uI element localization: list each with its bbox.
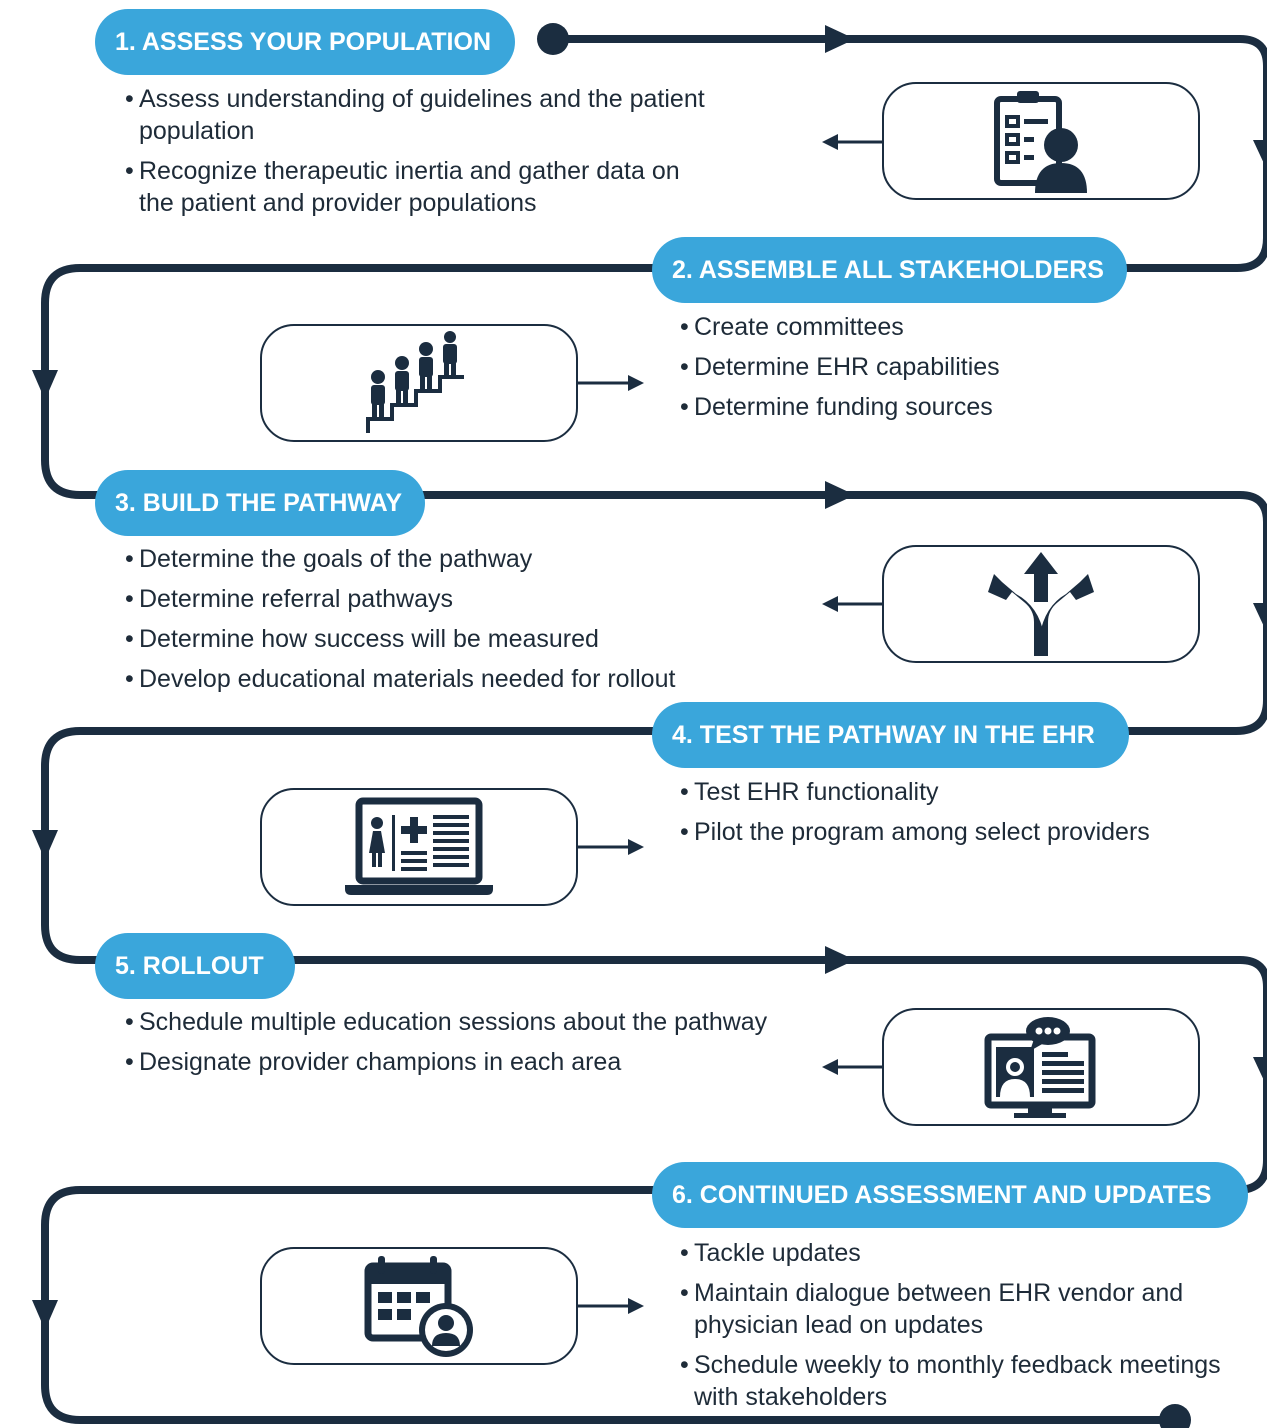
step-3-bullet: Determine the goals of the pathway bbox=[125, 543, 765, 575]
flow-arrow-down bbox=[32, 1300, 58, 1330]
step-5-title: 5. ROLLOUT bbox=[95, 933, 295, 999]
step-2-bullet: Determine funding sources bbox=[680, 391, 1240, 423]
step-1-bullet: Recognize therapeutic inertia and gather… bbox=[125, 155, 705, 219]
step-1-title: 1. ASSESS YOUR POPULATION bbox=[95, 9, 515, 75]
flow-arrow-down bbox=[1253, 140, 1267, 170]
flow-arrow-down bbox=[1253, 1057, 1267, 1087]
step-6-icon-box bbox=[260, 1247, 578, 1365]
flow-arrow-down bbox=[1253, 603, 1267, 633]
flow-arrow-right bbox=[825, 481, 855, 509]
step-5-bullet: Schedule multiple education sessions abo… bbox=[125, 1006, 825, 1038]
step-2-bullet: Create committees bbox=[680, 311, 1240, 343]
step-4-title: 4. TEST THE PATHWAY IN THE EHR bbox=[652, 702, 1129, 768]
clipboard-person-icon bbox=[994, 91, 1087, 193]
step-1-bullet: Assess understanding of guidelines and t… bbox=[125, 83, 705, 147]
calendar-person-icon bbox=[364, 1256, 473, 1357]
flow-arrow-down bbox=[32, 830, 58, 860]
step-5-icon-box bbox=[882, 1008, 1200, 1126]
step-3-bullet: Determine referral pathways bbox=[125, 583, 765, 615]
step-4-bullet: Pilot the program among select providers bbox=[680, 816, 1240, 848]
diverging-arrows-icon bbox=[988, 552, 1094, 656]
flow-start-dot bbox=[537, 23, 569, 55]
step-2-bullets: Create committees Determine EHR capabili… bbox=[680, 311, 1240, 431]
step-4-icon-box bbox=[260, 788, 578, 906]
step-5-bullets: Schedule multiple education sessions abo… bbox=[125, 1006, 825, 1086]
flow-arrow-down bbox=[32, 370, 58, 400]
people-on-stairs-icon bbox=[366, 331, 464, 433]
flow-arrow-right bbox=[825, 946, 855, 974]
step-6-bullets: Tackle updates Maintain dialogue between… bbox=[680, 1237, 1240, 1421]
step-3-bullet: Determine how success will be measured bbox=[125, 623, 765, 655]
step-3-icon-box bbox=[882, 545, 1200, 663]
step-2-title: 2. ASSEMBLE ALL STAKEHOLDERS bbox=[652, 237, 1127, 303]
step-6-bullet: Tackle updates bbox=[680, 1237, 1240, 1269]
step-1-bullets: Assess understanding of guidelines and t… bbox=[125, 83, 705, 227]
step-3-bullet: Develop educational materials needed for… bbox=[125, 663, 765, 695]
flow-arrow-right bbox=[825, 25, 855, 53]
step-6-bullet: Schedule weekly to monthly feedback meet… bbox=[680, 1349, 1240, 1413]
step-3-title: 3. BUILD THE PATHWAY bbox=[95, 470, 425, 536]
monitor-video-chat-icon bbox=[984, 1017, 1096, 1118]
step-4-bullets: Test EHR functionality Pilot the program… bbox=[680, 776, 1240, 856]
step-2-bullet: Determine EHR capabilities bbox=[680, 351, 1240, 383]
step-3-bullets: Determine the goals of the pathway Deter… bbox=[125, 543, 765, 703]
laptop-medical-record-icon bbox=[345, 797, 493, 895]
step-6-title: 6. CONTINUED ASSESSMENT AND UPDATES bbox=[652, 1162, 1248, 1228]
step-4-bullet: Test EHR functionality bbox=[680, 776, 1240, 808]
step-2-icon-box bbox=[260, 324, 578, 442]
step-6-bullet: Maintain dialogue between EHR vendor and… bbox=[680, 1277, 1240, 1341]
step-5-bullet: Designate provider champions in each are… bbox=[125, 1046, 825, 1078]
step-1-icon-box bbox=[882, 82, 1200, 200]
